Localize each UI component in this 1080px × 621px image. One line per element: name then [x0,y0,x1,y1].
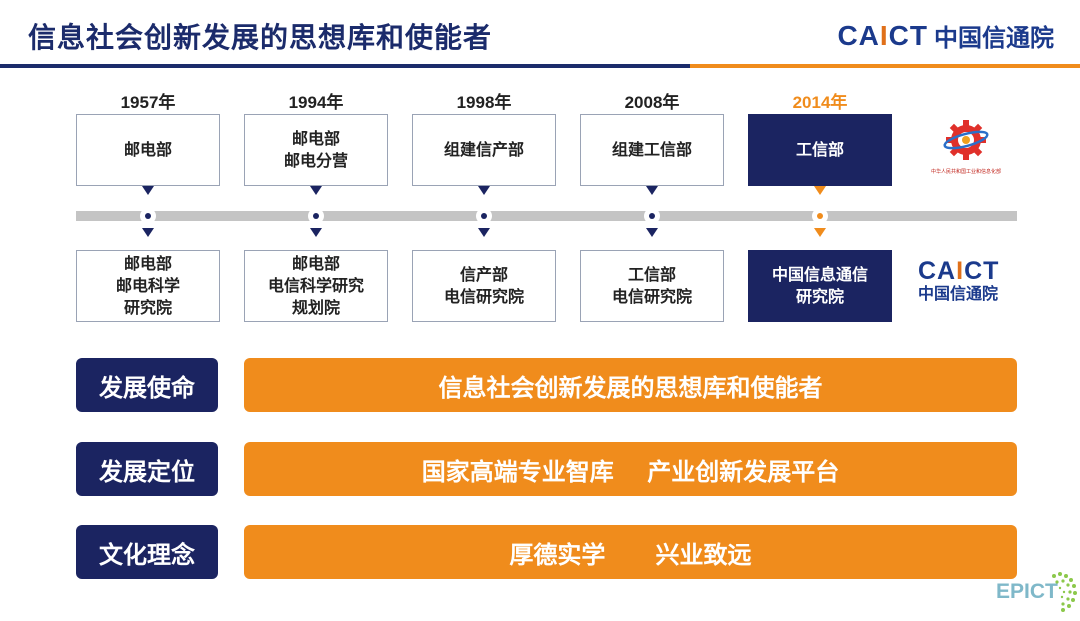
institute-box-highlight: 中国信息通信 研究院 [748,250,892,322]
timeline-bar [76,211,1017,221]
row-label-positioning: 发展定位 [76,442,218,496]
logo-en: CAICT [837,19,928,51]
header-divider-orange [690,64,1080,68]
arrow-down-icon [814,186,826,195]
ministry-box: 邮电部 邮电分营 [244,114,388,186]
ministry-box: 组建信产部 [412,114,556,186]
arrow-down-icon [142,228,154,237]
header-divider-navy [0,64,690,68]
page-title: 信息社会创新发展的思想库和使能者 [28,21,493,54]
institute-box: 邮电部 邮电科学 研究院 [76,250,220,322]
row-content-culture: 厚德实学 兴业致远 [244,525,1017,579]
row-content-positioning: 国家高端专业智库 产业创新发展平台 [244,442,1017,496]
timeline-dot [308,208,324,224]
caict-logo-icon: CAICT 中国信通院 [837,18,1054,53]
arrow-down-icon [142,186,154,195]
gear-emblem-icon [943,120,989,160]
year-label: 1957年 [120,93,176,112]
year-label: 1998年 [456,93,512,112]
institute-box: 信产部 电信研究院 [412,250,556,322]
epict-watermark-icon: EPICT [996,566,1080,621]
row-content-mission: 信息社会创新发展的思想库和使能者 [244,358,1017,412]
row-label-culture: 文化理念 [76,525,218,579]
logo-cn: 中国信通院 [934,24,1054,52]
arrow-down-icon [310,186,322,195]
arrow-down-icon [478,186,490,195]
arrow-down-icon [478,228,490,237]
gov-emblem-icon: 中华人民共和国工业和信息化部 [926,118,1006,175]
institute-box: 工信部 电信研究院 [580,250,724,322]
ministry-box-highlight: 工信部 [748,114,892,186]
timeline-dot [140,208,156,224]
caict-logo-icon: CAICT 中国信通院 [918,257,1000,303]
timeline-dot-highlight [812,208,828,224]
gov-emblem-text: 中华人民共和国工业和信息化部 [930,169,1001,175]
arrow-down-icon [646,186,658,195]
institute-box: 邮电部 电信科学研究 规划院 [244,250,388,322]
year-label: 1994年 [288,93,344,112]
year-label-highlight: 2014年 [792,93,848,112]
row-label-mission: 发展使命 [76,358,218,412]
year-label: 2008年 [624,93,680,112]
epict-watermark-text: EPICT [996,580,1058,603]
timeline-dot [644,208,660,224]
arrow-down-icon [310,228,322,237]
arrow-down-icon [646,228,658,237]
ministry-box: 组建工信部 [580,114,724,186]
timeline-dot [476,208,492,224]
ministry-box: 邮电部 [76,114,220,186]
arrow-down-icon [814,228,826,237]
